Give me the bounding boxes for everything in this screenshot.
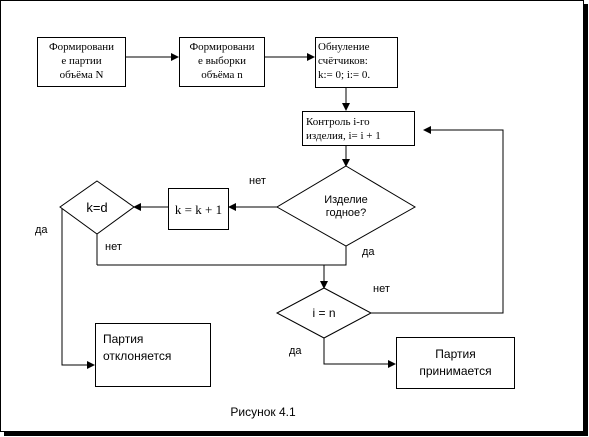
decision-k-eq-d-shape (59, 180, 135, 235)
arrow-k-eq-d-to-rejected (61, 207, 95, 369)
decision-item-ok-label-line1: Изделие (324, 194, 368, 206)
label-item-ok-yes: да (358, 242, 398, 263)
process-form-sample: Формировани е выборки объёма n (179, 37, 265, 87)
terminal-accepted: Партия принимается (396, 337, 515, 389)
decision-item-ok-label-line2: годное? (326, 207, 367, 219)
decision-item-ok-shape (276, 165, 416, 247)
label-k-eq-d-yes: да (32, 221, 54, 239)
label-item-ok-no: нет (245, 173, 273, 190)
arrow-i-eq-n-no-loop (371, 126, 504, 314)
arrow-i-eq-n-to-accepted (323, 338, 396, 368)
decision-k-eq-d-label: k=d (86, 200, 107, 215)
line-item-ok-yes (97, 246, 347, 266)
label-k-eq-d-no: нет (101, 239, 145, 256)
decision-i-eq-n-shape (275, 287, 373, 339)
terminal-rejected: Партия отклоняется (95, 323, 211, 387)
process-k-increment: k = k + 1 (168, 188, 229, 230)
label-i-eq-n-yes: да (286, 341, 314, 361)
process-reset-counters: Обнуление счётчиков: k:= 0; i:= 0. (315, 37, 398, 88)
process-form-batch: Формировани е партии объёма N (37, 37, 126, 87)
label-i-eq-n-no: нет (370, 279, 407, 299)
figure-caption: Рисунок 4.1 (222, 400, 304, 424)
decision-i-eq-n-label: i = n (312, 306, 335, 320)
process-inspect-item: Контроль i-го изделия, i= i + 1 (302, 111, 415, 146)
